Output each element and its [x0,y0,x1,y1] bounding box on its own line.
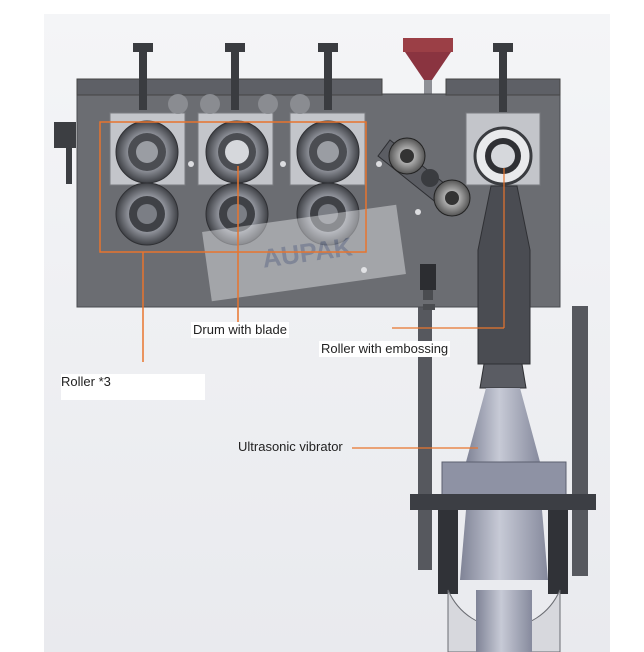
callouts [99,121,505,449]
embossing-roller [473,126,533,186]
top-rail-left [76,78,383,96]
upper-rollers [115,120,360,184]
side-handle [54,122,76,184]
label-ultrasonic-vibrator: Ultrasonic vibrator [238,439,343,454]
adjust-screws [133,43,513,112]
roller-group-outline [99,121,367,253]
support-post-right [572,306,588,576]
label-roller-with-embossing: Roller with embossing [319,341,451,357]
label-roller-x3: Roller *3 [61,374,205,400]
gears [168,94,310,114]
plate-holes [188,161,421,273]
nozzle [420,264,436,310]
label-drum-with-blade: Drum with blade [191,322,289,338]
ultrasonic-vibrator [410,363,596,652]
bearing-linkage [377,137,471,217]
lower-rollers [115,182,360,246]
